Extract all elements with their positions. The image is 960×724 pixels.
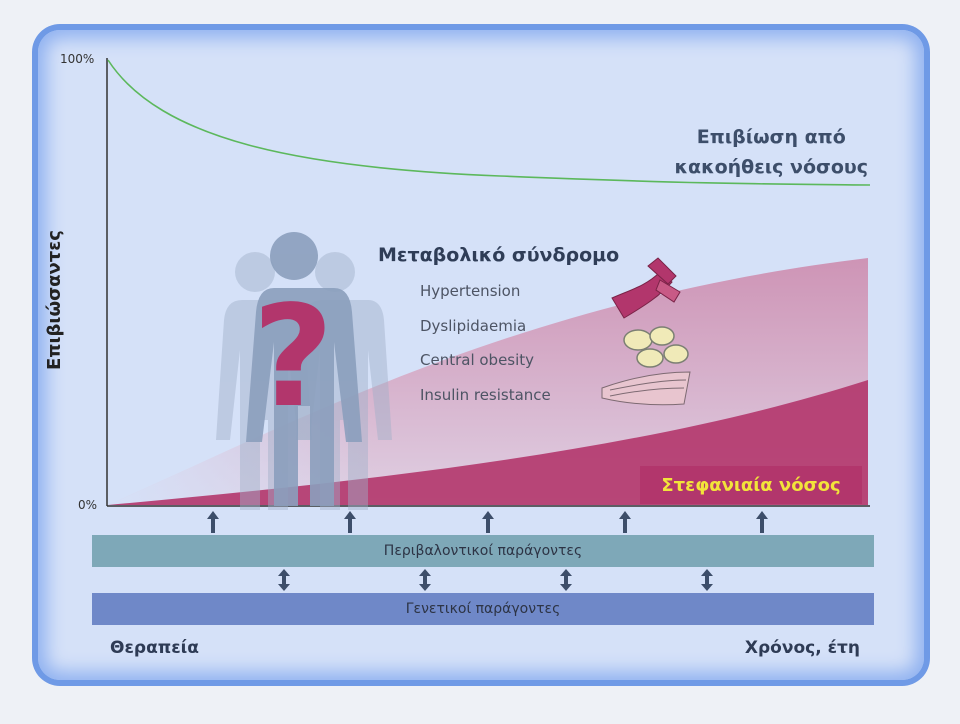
survival-label-line1: Επιβίωση από [696,126,846,148]
genetic-factors-label: Γενετικοί παράγοντες [405,601,561,617]
component-central-obesity: Central obesity [420,351,535,369]
component-insulin-resistance: Insulin resistance [420,386,551,404]
artery-icon [611,257,681,319]
component-dyslipidaemia: Dyslipidaemia [420,317,527,335]
environmental-factors-label: Περιβαλοντικοί παράγοντες [383,543,583,559]
fat-cells-icon [623,326,689,368]
muscle-icon [601,371,691,406]
y-axis-label: Επιβιώσαντες [44,230,65,370]
survival-label-line2: κακοήθεις νόσους [674,156,868,178]
y-tick-0: 0% [78,498,98,512]
survival-label: Επιβίωση από κακοήθεις νόσους [675,122,868,182]
up-arrows [207,511,768,533]
survival-curve [107,59,871,186]
cad-label: Στεφανιαία νόσος [640,466,862,504]
component-hypertension: Hypertension [420,282,521,300]
double-arrows [278,569,713,591]
x-end-label: Χρόνος, έτη [744,638,860,658]
question-mark: ? [252,276,333,439]
environmental-factors-band: Περιβαλοντικοί παράγοντες [92,535,874,567]
person-silhouettes [216,232,392,510]
y-tick-100: 100% [60,52,95,66]
genetic-factors-band: Γενετικοί παράγοντες [92,593,874,625]
x-start-label: Θεραπεία [110,638,199,658]
metabolic-title: Μεταβολικό σύνδρομο [378,244,620,266]
